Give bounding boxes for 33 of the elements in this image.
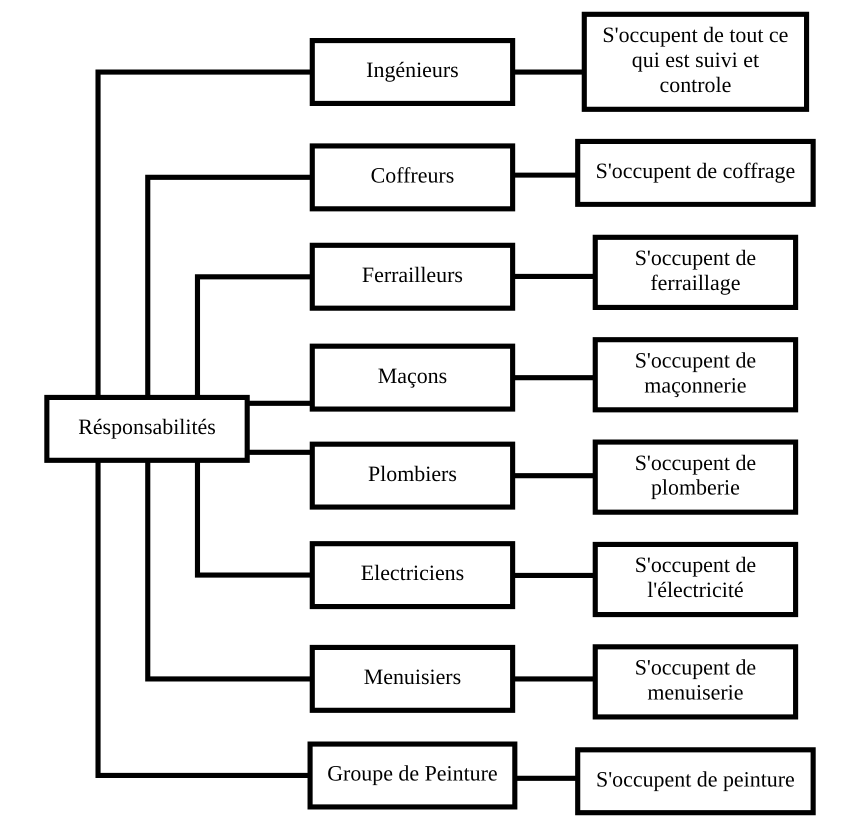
node-box: S'occupent de l'électricité xyxy=(592,542,798,618)
connector xyxy=(515,776,578,781)
node-box: S'occupent de plomberie xyxy=(592,439,798,515)
connector xyxy=(513,375,596,380)
node-box: Coffreurs xyxy=(310,143,516,212)
node-box: Ferrailleurs xyxy=(310,242,516,311)
connector xyxy=(95,460,310,778)
connector xyxy=(513,572,596,578)
node-box: Plombiers xyxy=(310,442,516,510)
connector xyxy=(247,400,312,406)
connector xyxy=(247,450,312,455)
connector xyxy=(145,460,312,682)
node-box: S'occupent de peinture xyxy=(575,747,816,816)
node-box: S'occupent de ferraillage xyxy=(592,234,798,310)
connector xyxy=(513,274,596,279)
connector xyxy=(145,174,312,397)
node-box: S'occupent de coffrage xyxy=(575,138,816,207)
node-box: S'occupent de tout ce qui est suivi et controle xyxy=(582,12,810,112)
node-box: S'occupent de menuiserie xyxy=(592,644,798,720)
node-box: Groupe de Peinture xyxy=(308,741,518,810)
connector xyxy=(194,460,312,578)
connector xyxy=(95,69,312,398)
connector xyxy=(513,473,596,478)
node-box: Ingénieurs xyxy=(310,38,516,106)
node-box: Electriciens xyxy=(310,541,516,610)
node-box: Maçons xyxy=(310,344,516,412)
connector xyxy=(513,69,584,75)
node-box: Résponsabilités xyxy=(44,394,250,463)
node-box: S'occupent de maçonnerie xyxy=(592,337,798,412)
connector xyxy=(513,172,578,178)
connector xyxy=(194,274,312,398)
connector xyxy=(513,676,596,682)
node-box: Menuisiers xyxy=(310,644,516,713)
